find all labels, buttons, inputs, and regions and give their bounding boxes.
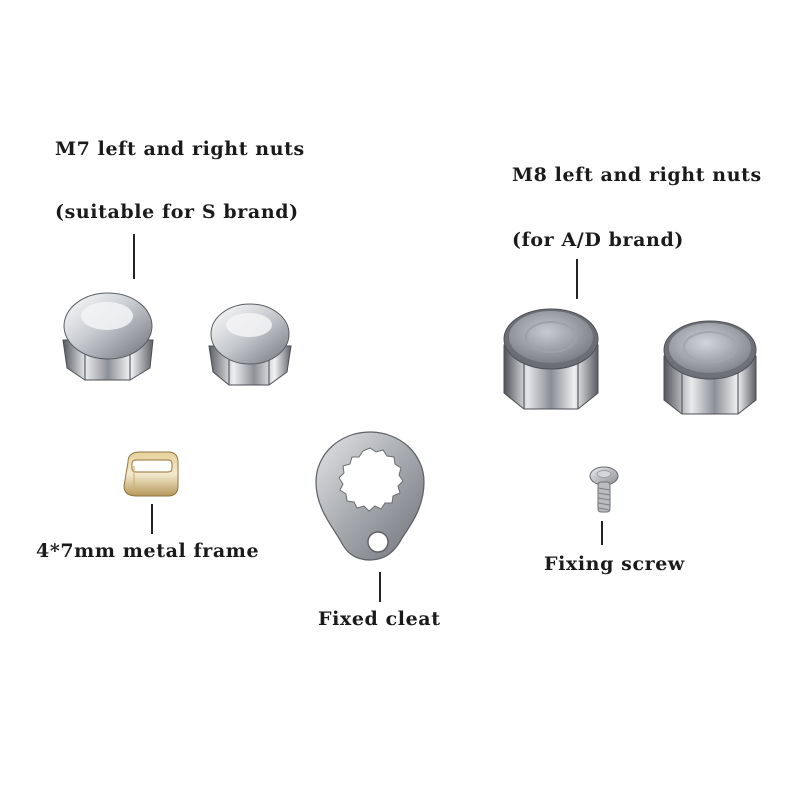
screw-leader-line xyxy=(601,521,603,545)
fixed-cleat-label: Fixed cleat xyxy=(318,608,441,630)
metal-frame xyxy=(123,451,179,497)
m7-nut-right xyxy=(208,303,292,386)
fixed-cleat xyxy=(315,431,425,561)
m8-nuts-title: M8 left and right nuts xyxy=(512,164,762,186)
frame-leader-line xyxy=(151,504,153,534)
fixing-screw-label: Fixing screw xyxy=(544,553,685,575)
m8-nut-left xyxy=(503,308,599,410)
m8-nut-right xyxy=(663,320,757,415)
m7-nut-left xyxy=(62,292,154,381)
m7-nuts-note: (suitable for S brand) xyxy=(55,201,299,223)
m8-nuts-note: (for A/D brand) xyxy=(512,229,684,251)
metal-frame-label: 4*7mm metal frame xyxy=(36,540,260,562)
m7-nuts-title: M7 left and right nuts xyxy=(55,138,305,160)
fixing-screw xyxy=(589,466,619,513)
m7-leader-line xyxy=(133,234,135,279)
m8-leader-line xyxy=(576,259,578,299)
cleat-leader-line xyxy=(379,572,381,602)
